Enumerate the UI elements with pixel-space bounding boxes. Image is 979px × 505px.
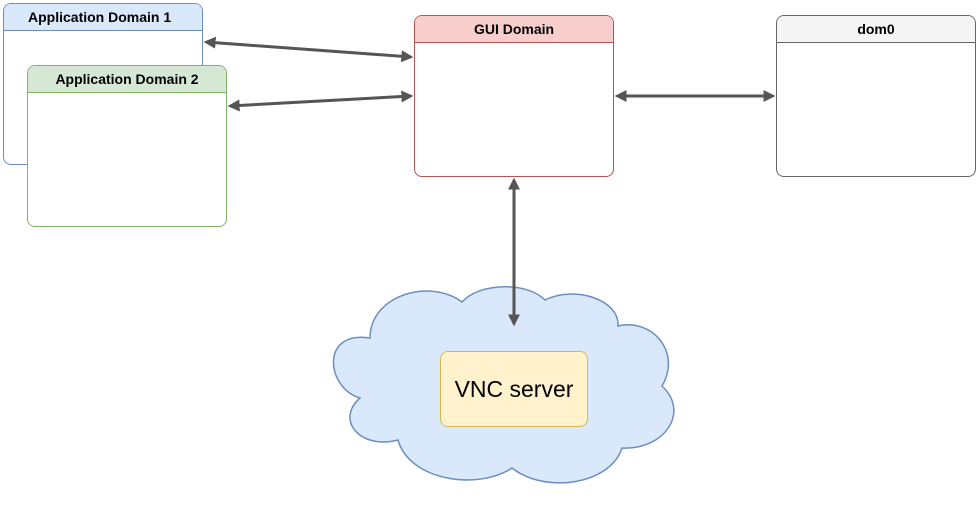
node-dom0[interactable]: dom0 <box>776 15 976 177</box>
node-application-domain-2[interactable]: Application Domain 2 <box>27 65 227 227</box>
arrow-app2-gui <box>227 90 414 112</box>
node-title: Application Domain 2 <box>28 66 226 93</box>
node-gui-domain[interactable]: GUI Domain <box>414 15 614 177</box>
node-title: GUI Domain <box>415 16 613 43</box>
node-title: dom0 <box>777 16 975 43</box>
arrow-app1-gui <box>203 36 414 63</box>
node-vnc-server[interactable]: VNC server <box>440 351 588 427</box>
node-title: Application Domain 1 <box>4 4 202 31</box>
